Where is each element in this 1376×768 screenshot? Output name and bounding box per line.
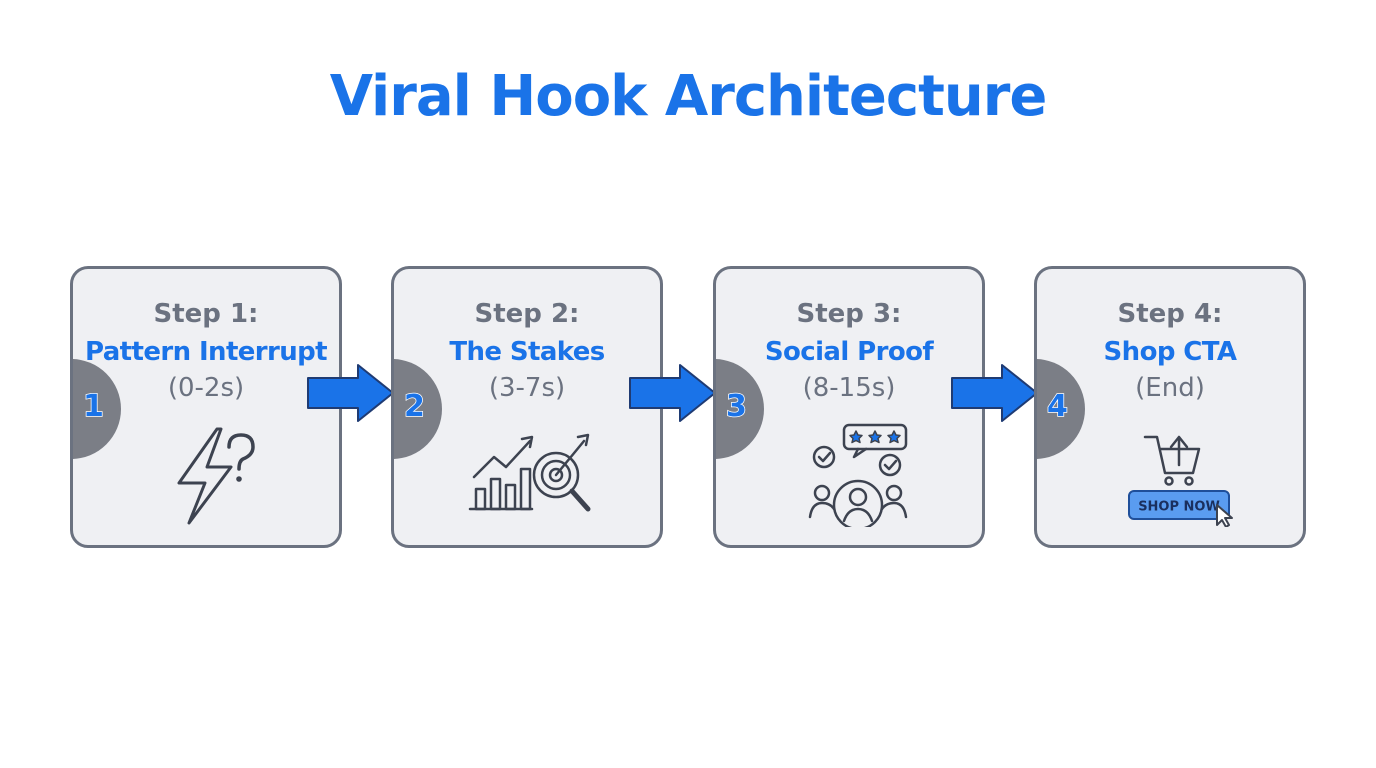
step-label: Step 1: [153, 299, 259, 329]
reviews-people-icon [808, 423, 908, 527]
step-number: 2 [403, 388, 425, 425]
step-time: (3-7s) [488, 373, 566, 403]
step-number: 4 [1046, 388, 1068, 425]
step-card-2: 2 Step 2: The Stakes (3-7s) [391, 266, 663, 548]
step-name: Shop CTA [1103, 337, 1237, 367]
step-card-4: 4 Step 4: Shop CTA (End) SHOP NOW [1034, 266, 1306, 548]
shop-now-button-label: SHOP NOW [1138, 500, 1220, 515]
chart-target-icon [468, 433, 591, 512]
step-time: (End) [1135, 373, 1205, 403]
arrow-right-icon [307, 364, 394, 422]
step-label: Step 4: [1117, 299, 1223, 329]
step-card-3: 3 Step 3: Social Proof (8-15s) [713, 266, 985, 548]
step-number: 3 [725, 388, 747, 425]
step-name: Social Proof [764, 337, 934, 367]
step-card-1: 1 Step 1: Pattern Interrupt (0-2s) [70, 266, 342, 548]
lightning-question-icon [177, 427, 255, 525]
step-name: The Stakes [449, 337, 605, 367]
step-time: (0-2s) [167, 373, 245, 403]
step-time: (8-15s) [802, 373, 896, 403]
cart-shop-now-icon: SHOP NOW [1128, 435, 1233, 527]
arrow-right-icon [951, 364, 1038, 422]
diagram-title: Viral Hook Architecture [329, 64, 1048, 129]
step-name: Pattern Interrupt [84, 337, 328, 367]
step-label: Step 3: [796, 299, 902, 329]
step-label: Step 2: [474, 299, 580, 329]
arrow-right-icon [629, 364, 716, 422]
step-number: 1 [82, 388, 104, 425]
